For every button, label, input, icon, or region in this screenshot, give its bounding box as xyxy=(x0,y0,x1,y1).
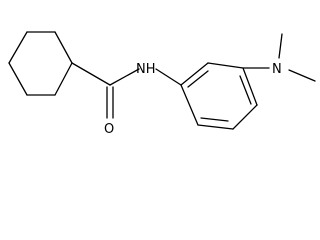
aromatic-inner-bond xyxy=(187,70,209,88)
n-methyl-up-bond xyxy=(278,33,283,59)
ring-bond xyxy=(180,84,199,126)
structure-diagram: NH O N xyxy=(8,31,316,137)
n-methyl-right-bond xyxy=(288,69,316,82)
carbonyl-to-nh-bond xyxy=(109,68,140,86)
ring-bond xyxy=(232,104,258,130)
ring-bond xyxy=(242,67,258,106)
benzene-ring xyxy=(180,62,258,130)
dimethylamino-group xyxy=(242,33,316,82)
nh-to-ring-bond xyxy=(155,68,182,86)
ring-bond xyxy=(54,62,73,96)
carbonyl-oxygen-label: O xyxy=(104,122,114,137)
ring-bond xyxy=(54,31,73,64)
ring-bond xyxy=(197,124,234,130)
amide-linker xyxy=(71,62,182,119)
ring-bond xyxy=(207,62,244,69)
aromatic-inner-bond xyxy=(239,75,252,105)
aromatic-inner-bond xyxy=(200,117,229,122)
ring-bond xyxy=(180,62,209,86)
ring-bond xyxy=(8,62,28,96)
cyclohexane-ring xyxy=(8,31,73,96)
amide-nh-label: NH xyxy=(136,62,156,77)
amine-nitrogen-label: N xyxy=(272,62,282,77)
ring-bond xyxy=(8,31,28,64)
ring-to-carbonyl-bond xyxy=(71,62,111,86)
